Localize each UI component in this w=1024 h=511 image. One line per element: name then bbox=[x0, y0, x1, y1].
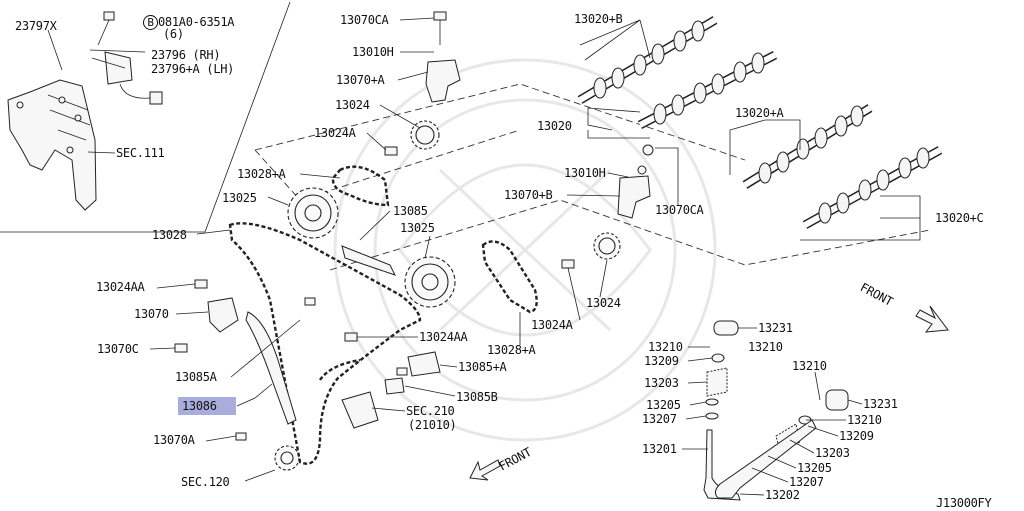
valve-assembly-right bbox=[714, 389, 849, 499]
label-13207-a: 13207 bbox=[642, 412, 677, 426]
label-13020b: 13020+B bbox=[574, 12, 623, 26]
label-13070a: 13070A bbox=[153, 433, 195, 447]
label-sec210-sub: (21010) bbox=[408, 418, 457, 432]
label-13020a: 13020+A bbox=[735, 106, 784, 120]
front-arrow-right bbox=[915, 305, 949, 333]
solenoid-13070b bbox=[617, 175, 651, 219]
label-13085: 13085 bbox=[393, 204, 428, 218]
bolt-081a0 bbox=[97, 11, 115, 46]
label-13202: 13202 bbox=[765, 488, 800, 502]
front-arrow-bottom bbox=[469, 459, 501, 481]
label-13210-c: 13210 bbox=[792, 359, 827, 373]
camshaft-13020c bbox=[802, 146, 943, 229]
label-13203-a: 13203 bbox=[644, 376, 679, 390]
tensioner-13070 bbox=[207, 297, 239, 333]
label-13205-b: 13205 bbox=[797, 461, 832, 475]
label-13024a-top: 13024A bbox=[314, 126, 356, 140]
label-13010h-mid: 13010H bbox=[564, 166, 606, 180]
sprocket-13025-left bbox=[287, 187, 339, 239]
cover-bracket-23797x bbox=[7, 79, 97, 211]
secondary-chain-13028a-top bbox=[331, 165, 390, 207]
label-13203-b: 13203 bbox=[815, 446, 850, 460]
bolt-13070ca-top bbox=[433, 11, 447, 21]
chain-guide-13085 bbox=[341, 245, 396, 276]
label-13070ca-top: 13070CA bbox=[340, 13, 389, 27]
label-13209-b: 13209 bbox=[839, 429, 874, 443]
label-13207-b: 13207 bbox=[789, 475, 824, 489]
label-13025-left: 13025 bbox=[222, 191, 257, 205]
valve-assembly-left bbox=[703, 320, 741, 501]
label-13070a-plus: 13070+A bbox=[336, 73, 385, 87]
label-13086-selected[interactable]: 13086 bbox=[178, 397, 236, 415]
camshaft-13020b bbox=[577, 16, 718, 104]
label-13024aa-mid: 13024AA bbox=[419, 330, 468, 344]
label-sec111: SEC.111 bbox=[116, 146, 165, 160]
label-sec210: SEC.210 bbox=[406, 404, 455, 418]
secondary-chain-13028a-mid bbox=[481, 240, 538, 314]
label-sec120: SEC.120 bbox=[181, 475, 230, 489]
label-13210-a: 13210 bbox=[648, 340, 683, 354]
label-081a0-6351a: 081A0-6351A bbox=[158, 15, 235, 29]
label-13070b: 13070+B bbox=[504, 188, 553, 202]
tensioner-13085b bbox=[384, 377, 405, 395]
label-13210-b: 13210 bbox=[748, 340, 783, 354]
label-13024a-mid: 13024A bbox=[531, 318, 573, 332]
sprocket-13024-top bbox=[410, 120, 440, 150]
leader-lines bbox=[149, 17, 921, 496]
label-13010h-top: 13010H bbox=[352, 45, 394, 59]
label-13209-a: 13209 bbox=[644, 354, 679, 368]
label-13028a-mid: 13028+A bbox=[487, 343, 536, 357]
label-13020: 13020 bbox=[537, 119, 572, 133]
label-13070c: 13070C bbox=[97, 342, 139, 356]
label-13070: 13070 bbox=[134, 307, 169, 321]
slack-guide-13086 bbox=[245, 311, 297, 425]
label-13085a-plus: 13085+A bbox=[458, 360, 507, 374]
watermark-seal bbox=[333, 58, 717, 442]
bolt-circle-icon: B bbox=[143, 15, 158, 30]
solenoid-13070a-plus bbox=[425, 59, 461, 103]
label-13025-mid: 13025 bbox=[400, 221, 435, 235]
label-23796-rh: 23796 (RH) bbox=[151, 48, 221, 62]
guide-13085a-plus bbox=[407, 351, 441, 377]
camshaft-13020 bbox=[637, 51, 778, 129]
label-13231-b: 13231 bbox=[863, 397, 898, 411]
sprocket-13025-mid bbox=[404, 256, 456, 308]
label-diagram-code: J13000FY bbox=[936, 496, 992, 510]
label-13020c: 13020+C bbox=[935, 211, 984, 225]
crank-sprocket-sec120 bbox=[274, 445, 300, 471]
label-13201: 13201 bbox=[642, 442, 677, 456]
camshaft-13020a bbox=[742, 104, 873, 189]
label-13231-a: 13231 bbox=[758, 321, 793, 335]
oil-pump-sec210 bbox=[341, 391, 379, 429]
label-13024-mid: 13024 bbox=[586, 296, 621, 310]
label-13070ca-mid: 13070CA bbox=[655, 203, 704, 217]
label-23796-lh: 23796+A (LH) bbox=[151, 62, 235, 76]
label-23797x: 23797X bbox=[15, 19, 57, 33]
sprocket-13024-mid bbox=[593, 232, 621, 260]
sensor-23796 bbox=[104, 51, 163, 105]
label-13210-d: 13210 bbox=[847, 413, 882, 427]
timing-chain-13028 bbox=[228, 222, 422, 465]
label-13028a-top: 13028+A bbox=[237, 167, 286, 181]
label-13028: 13028 bbox=[152, 228, 187, 242]
inset-border bbox=[0, 1, 291, 233]
label-bolt-qty: (6) bbox=[163, 27, 184, 41]
label-13085a: 13085A bbox=[175, 370, 217, 384]
label-13024-top: 13024 bbox=[335, 98, 370, 112]
label-13024aa-left: 13024AA bbox=[96, 280, 145, 294]
label-13205-a: 13205 bbox=[646, 398, 681, 412]
label-13085b: 13085B bbox=[456, 390, 498, 404]
